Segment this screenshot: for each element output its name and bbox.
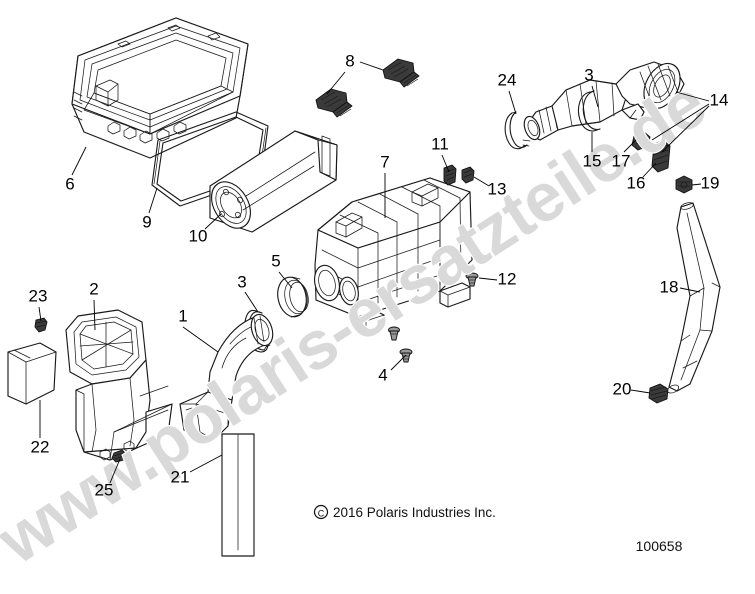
callout-6: 6 [65,174,74,193]
callout-7: 7 [380,152,389,171]
callout-8: 8 [345,51,354,70]
part-hose-clamp-upper [577,90,601,132]
part-clip-17 [631,131,651,151]
part-push-rivet-4 [399,348,413,363]
callout-3b: 3 [584,65,593,84]
callout-13: 13 [488,179,507,198]
part-screw-23 [34,317,48,333]
part-nut-19 [675,175,693,194]
copyright-block: C 2016 Polaris Industries Inc. [313,504,496,520]
callout-20: 20 [613,379,632,398]
callout-15: 15 [583,151,602,170]
callout-24: 24 [498,70,517,89]
callout-18: 18 [660,277,679,296]
callout-1: 1 [178,306,187,325]
part-push-rivet-12 [465,272,479,287]
callout-5: 5 [271,251,280,270]
part-drain-tube [666,202,721,394]
part-push-rivet-extra [388,326,400,341]
callout-16: 16 [627,173,646,192]
part-tube-clamp-20 [648,383,669,404]
copyright-symbol-circle [313,504,329,520]
callout-25: 25 [95,480,114,499]
callout-23: 23 [29,286,48,305]
part-latch-clip [315,58,420,118]
diagram-part-number: 100658 [636,538,683,554]
part-intake-hose [523,61,685,141]
part-foam-pad [7,342,57,405]
part-airbox-body [313,177,473,333]
part-screw-25 [111,449,127,463]
callout-12: 12 [498,269,517,288]
callout-3a: 3 [237,272,246,291]
callout-leaders [38,61,710,484]
part-fastener-11 [443,164,457,186]
part-air-filter-element [209,130,338,233]
part-intake-seal-grommet [277,276,309,318]
part-clip-fastener-13 [461,166,475,184]
callout-4: 4 [378,365,387,384]
callout-22: 22 [31,437,50,456]
part-intake-plenum-housing [65,309,173,461]
callout-2: 2 [89,279,98,298]
callout-9: 9 [142,212,151,231]
part-airbox-cover [71,17,249,159]
part-foam-seal-strip [221,433,255,557]
callout-14: 14 [710,90,729,109]
callout-21: 21 [171,467,190,486]
callout-10: 10 [189,226,208,245]
part-air-intake-duct [179,313,274,441]
callout-11: 11 [431,134,449,153]
copyright-symbol-c: C [318,509,325,519]
callout-numbers: 1 2 3 3 4 5 6 7 8 9 10 11 12 13 14 15 16… [29,51,729,499]
callout-19: 19 [701,173,720,192]
copyright-text: 2016 Polaris Industries Inc. [333,505,496,520]
callout-17: 17 [612,151,631,170]
